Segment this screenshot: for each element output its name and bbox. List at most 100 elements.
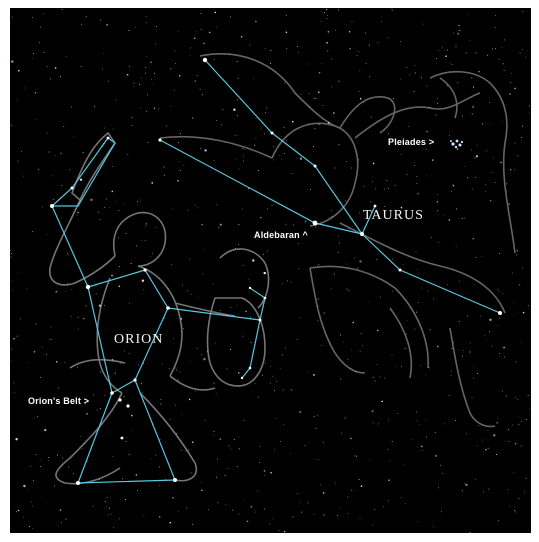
background-star xyxy=(32,17,33,18)
background-star xyxy=(234,439,235,440)
background-star xyxy=(351,350,352,351)
background-star xyxy=(183,165,184,166)
background-star xyxy=(428,291,429,292)
background-star xyxy=(252,259,254,261)
background-star xyxy=(40,459,41,460)
background-star xyxy=(122,478,123,479)
background-star xyxy=(298,243,299,244)
background-star xyxy=(42,498,43,499)
background-star xyxy=(178,31,179,32)
background-star xyxy=(347,264,348,265)
background-star xyxy=(401,497,402,498)
background-star xyxy=(127,74,129,76)
background-star xyxy=(80,179,82,181)
background-star xyxy=(34,351,36,353)
background-star xyxy=(17,100,18,101)
background-star xyxy=(435,432,436,433)
background-star xyxy=(244,420,245,421)
background-star xyxy=(64,362,65,363)
background-star xyxy=(282,355,283,356)
background-star xyxy=(417,193,419,195)
background-star xyxy=(447,50,448,51)
background-star xyxy=(473,87,474,88)
background-star xyxy=(340,379,341,380)
background-star xyxy=(296,339,297,340)
background-star xyxy=(175,50,176,51)
background-star xyxy=(264,470,266,472)
background-star xyxy=(135,27,136,28)
background-star xyxy=(113,374,114,375)
background-star xyxy=(369,76,370,77)
constellation-star xyxy=(399,269,402,272)
background-star xyxy=(376,259,377,260)
pleiades-label: Pleiades > xyxy=(388,137,434,147)
background-star xyxy=(32,505,33,506)
taurus-label: TAURUS xyxy=(363,208,424,224)
background-star xyxy=(407,67,408,68)
background-star xyxy=(215,12,217,14)
background-star xyxy=(272,205,273,206)
background-star xyxy=(159,516,161,518)
background-star xyxy=(425,374,426,375)
background-star xyxy=(404,464,405,465)
background-star xyxy=(502,391,503,392)
background-star xyxy=(255,138,256,139)
background-star xyxy=(178,511,179,512)
background-star xyxy=(255,21,257,23)
background-star xyxy=(53,199,54,200)
background-star xyxy=(226,368,227,369)
background-star xyxy=(165,442,166,443)
background-star xyxy=(517,250,519,252)
background-star xyxy=(449,395,450,396)
background-star xyxy=(280,441,281,442)
background-star xyxy=(156,26,157,27)
background-star xyxy=(422,450,423,451)
background-star xyxy=(327,50,328,51)
background-star xyxy=(337,515,338,516)
constellation-star xyxy=(374,205,377,208)
background-star xyxy=(221,124,222,125)
background-star xyxy=(32,58,33,59)
background-star xyxy=(373,422,374,423)
background-star xyxy=(12,289,13,290)
background-star xyxy=(462,116,463,117)
background-star xyxy=(125,499,126,500)
background-star xyxy=(124,396,125,397)
background-star xyxy=(347,289,348,290)
background-star xyxy=(66,519,67,520)
background-star xyxy=(334,274,335,275)
background-star xyxy=(517,155,518,156)
background-star xyxy=(493,158,494,159)
background-star xyxy=(100,20,101,21)
background-star xyxy=(220,224,222,226)
background-star xyxy=(233,109,235,111)
background-star xyxy=(133,86,134,87)
background-star xyxy=(388,188,389,189)
background-star xyxy=(44,52,45,53)
background-star xyxy=(258,397,259,398)
night-sky xyxy=(10,8,531,533)
background-star xyxy=(189,259,190,260)
background-star xyxy=(453,32,454,33)
background-star xyxy=(14,392,15,393)
background-star xyxy=(86,413,88,415)
background-star xyxy=(305,221,307,223)
background-star xyxy=(282,283,283,284)
background-star xyxy=(323,514,325,516)
background-star xyxy=(314,98,315,99)
background-star xyxy=(42,207,43,208)
background-star xyxy=(292,121,294,123)
background-star xyxy=(78,317,79,318)
background-star xyxy=(156,227,157,228)
background-star xyxy=(37,416,38,417)
background-star xyxy=(245,149,246,150)
background-star xyxy=(453,185,455,187)
background-star xyxy=(270,63,271,64)
background-star xyxy=(209,32,211,34)
background-star xyxy=(186,507,187,508)
background-star xyxy=(113,128,114,129)
background-star xyxy=(202,94,203,95)
background-star xyxy=(509,93,511,95)
background-star xyxy=(270,383,271,384)
background-star xyxy=(129,454,130,455)
